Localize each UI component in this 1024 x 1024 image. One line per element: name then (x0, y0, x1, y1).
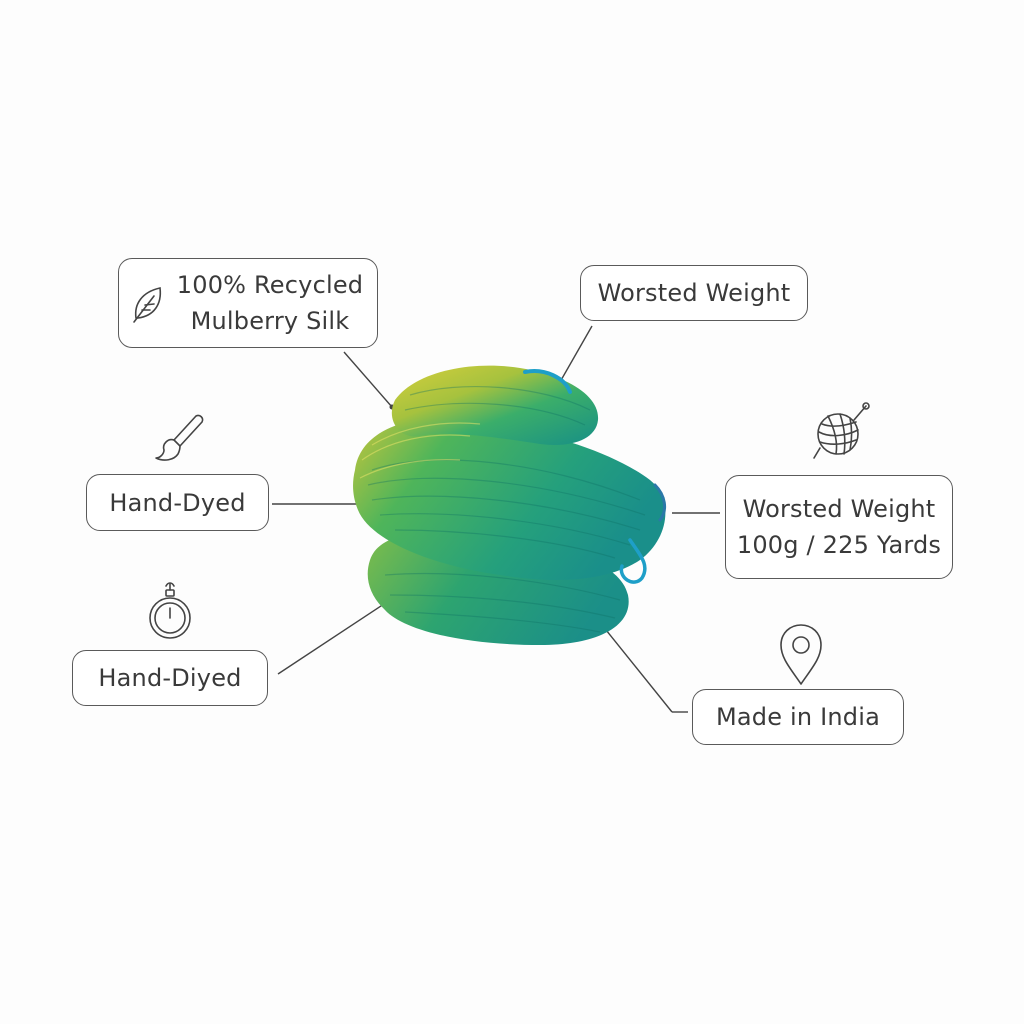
hand-diyed-text: Hand-Diyed (98, 664, 242, 692)
label-made-in-india: Made in India (692, 689, 904, 745)
silk-line-2: Mulberry Silk (190, 307, 350, 335)
location-pin-icon (780, 624, 822, 685)
label-recycled-silk: 100% Recycled Mulberry Silk (118, 258, 378, 348)
connector-weight (559, 325, 593, 383)
connector-origin (597, 619, 673, 713)
yarn-top-loop (391, 365, 599, 445)
silk-line-1: 100% Recycled (176, 271, 364, 299)
label-weight-spec: Worsted Weight 100g / 225 Yards (725, 475, 953, 579)
yarn-ball-icon (813, 402, 870, 459)
label-hand-dyed: Hand-Dyed (86, 474, 269, 531)
paintbrush-icon (155, 414, 204, 461)
spec-line-1: Worsted Weight (742, 495, 936, 523)
stopwatch-icon (149, 582, 191, 639)
yarn-middle-twist (353, 418, 666, 580)
origin-text: Made in India (715, 703, 881, 731)
spec-line-2: 100g / 225 Yards (736, 531, 942, 559)
leaf-icon (133, 287, 162, 323)
connector-hand-diyed (277, 599, 391, 675)
label-worsted-weight: Worsted Weight (580, 265, 808, 321)
hand-dyed-text: Hand-Dyed (109, 488, 246, 517)
label-hand-diyed: Hand-Diyed (72, 650, 268, 706)
weight-text: Worsted Weight (597, 279, 791, 307)
connector-silk (343, 351, 393, 408)
